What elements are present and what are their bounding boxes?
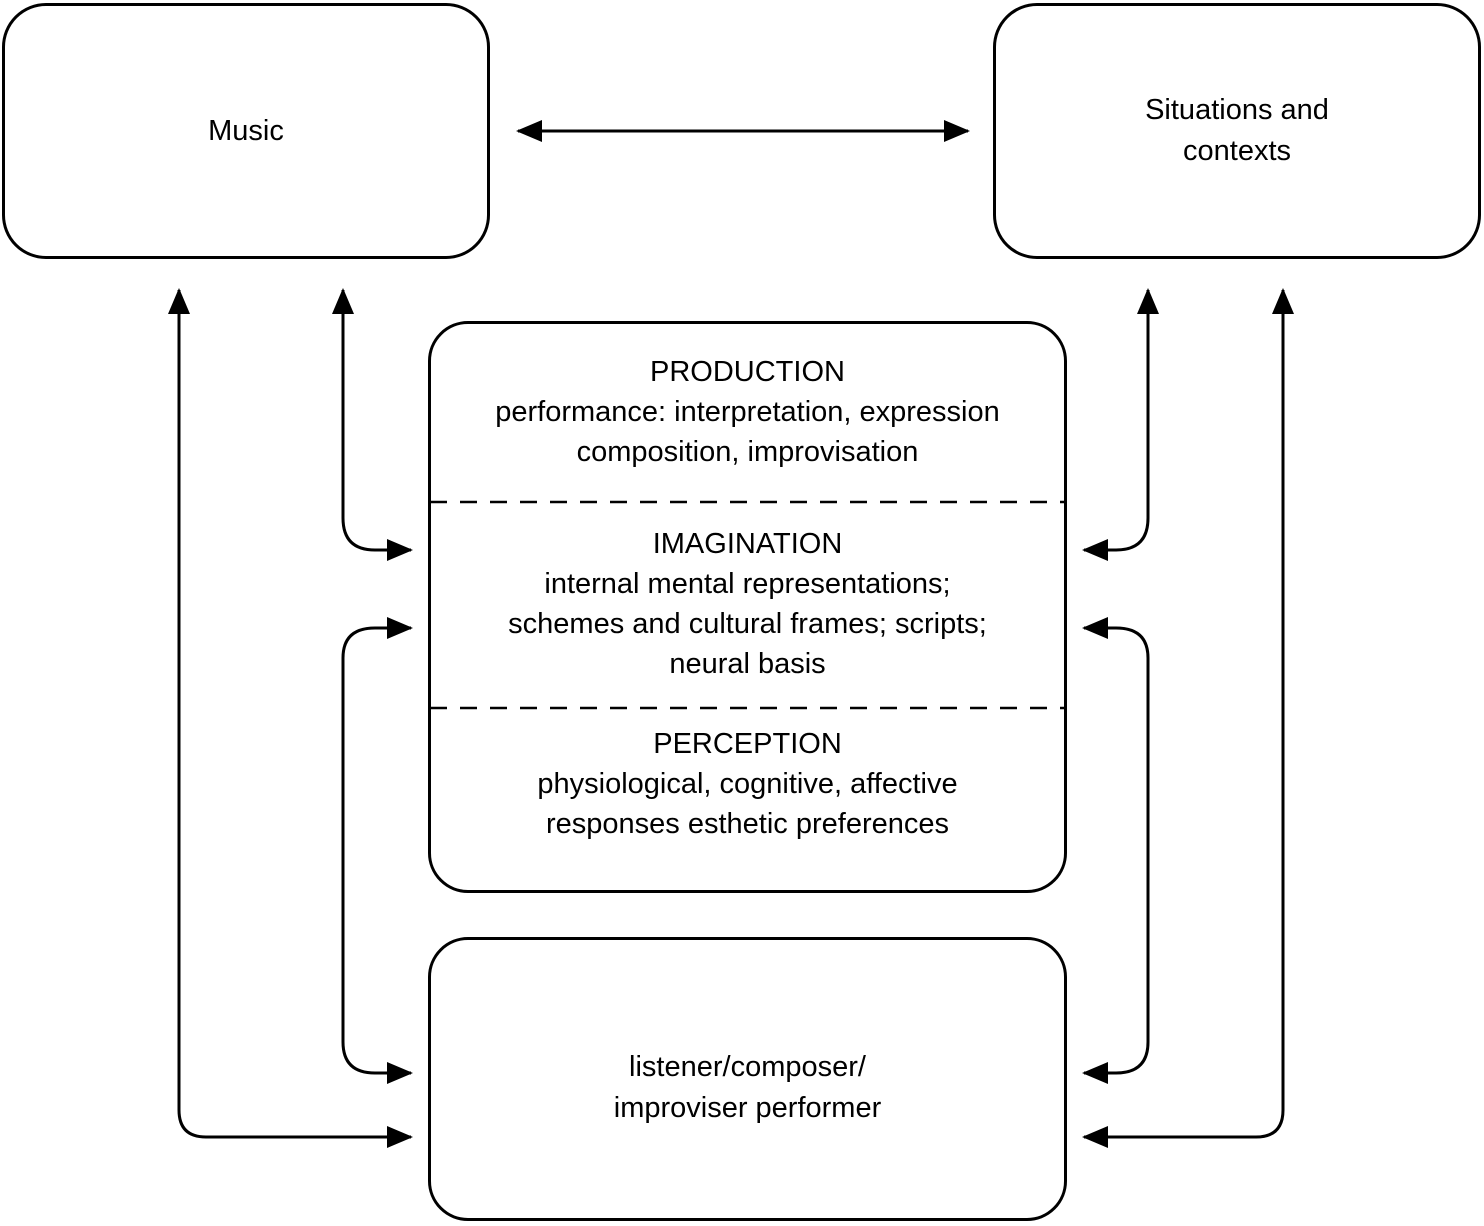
person-label-line1: listener/composer/ [629, 1051, 866, 1083]
production-line1: performance: interpretation, expression [495, 396, 1000, 428]
processes-person-arrow-left [341, 617, 413, 1084]
situations-label-line1: Situations and [1145, 94, 1329, 126]
music-processes-arrow [332, 288, 413, 561]
music-person-arrow-left [168, 288, 413, 1148]
perception-section: PERCEPTION physiological, cognitive, aff… [431, 708, 1064, 890]
situations-processes-arrow [1082, 288, 1159, 561]
music-label: Music [208, 114, 284, 147]
imagination-title: IMAGINATION [652, 528, 843, 560]
processes-box: PRODUCTION performance: interpretation, … [428, 321, 1067, 893]
imagination-section: IMAGINATION internal mental representati… [431, 502, 1064, 708]
perception-title: PERCEPTION [653, 728, 842, 760]
production-title: PRODUCTION [650, 356, 845, 388]
music-box: Music [2, 3, 490, 259]
perception-line1: physiological, cognitive, affective [537, 768, 958, 800]
imagination-line2: schemes and cultural frames; scripts; [508, 608, 987, 640]
processes-person-arrow-right [1082, 617, 1150, 1084]
situations-box: Situations and contexts [993, 3, 1481, 259]
situations-label-line2: contexts [1183, 135, 1291, 167]
person-label-line2: improviser performer [613, 1092, 882, 1124]
perception-line2: responses esthetic preferences [546, 808, 949, 840]
imagination-line3: neural basis [669, 648, 826, 680]
imagination-line1: internal mental representations; [544, 568, 951, 600]
situations-person-arrow-right [1082, 288, 1294, 1148]
production-line2: composition, improvisation [576, 436, 919, 468]
production-section: PRODUCTION performance: interpretation, … [431, 324, 1064, 502]
person-box: listener/composer/ improviser performer [428, 937, 1067, 1221]
